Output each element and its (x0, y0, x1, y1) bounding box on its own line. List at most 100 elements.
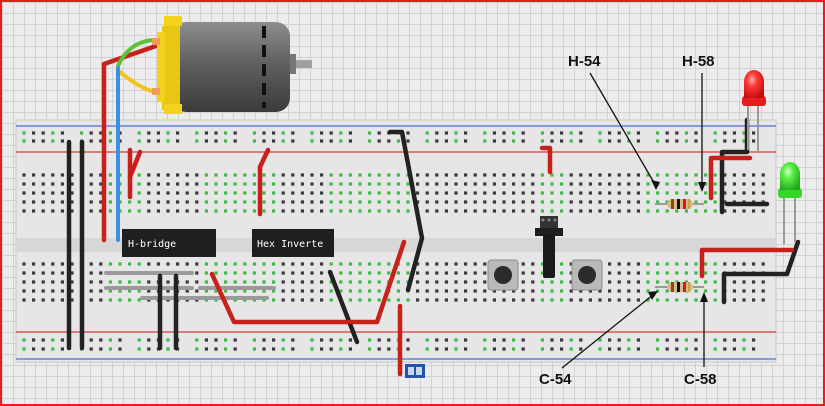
breadboard-hole (310, 200, 314, 204)
breadboard-hole (732, 209, 736, 213)
breadboard-hole (569, 200, 573, 204)
breadboard-hole (195, 139, 199, 143)
breadboard-hole (569, 338, 573, 342)
breadboard-hole (137, 338, 141, 342)
breadboard-hole (454, 298, 458, 302)
breadboard-hole (560, 182, 564, 186)
breadboard-hole (665, 209, 669, 213)
breadboard-hole (502, 338, 506, 342)
breadboard-hole (540, 289, 544, 293)
breadboard-hole (608, 298, 612, 302)
breadboard-hole (540, 139, 544, 143)
breadboard-hole (329, 131, 333, 135)
breadboard-hole (483, 182, 487, 186)
breadboard-hole (665, 131, 669, 135)
breadboard-hole (99, 271, 103, 275)
breadboard-hole (454, 280, 458, 284)
breadboard-hole (300, 209, 304, 213)
breadboard-hole (627, 182, 631, 186)
breadboard-hole (51, 139, 55, 143)
motor-lead-yellow (118, 70, 158, 94)
breadboard-hole (99, 298, 103, 302)
breadboard-hole (483, 262, 487, 266)
breadboard-hole (569, 209, 573, 213)
breadboard-hole (636, 289, 640, 293)
breadboard-hole (512, 139, 516, 143)
breadboard-hole (22, 139, 26, 143)
breadboard-hole (156, 173, 160, 177)
red-led (742, 70, 766, 152)
breadboard-hole (473, 191, 477, 195)
breadboard-hole (166, 280, 170, 284)
breadboard-hole (483, 209, 487, 213)
breadboard-hole (464, 280, 468, 284)
breadboard-hole (348, 173, 352, 177)
breadboard-hole (243, 200, 247, 204)
breadboard-hole (166, 209, 170, 213)
breadboard-hole (617, 298, 621, 302)
breadboard-hole (348, 289, 352, 293)
breadboard-hole (444, 338, 448, 342)
breadboard-hole (646, 262, 650, 266)
breadboard-hole (464, 271, 468, 275)
breadboard-hole (540, 173, 544, 177)
breadboard-hole (665, 280, 669, 284)
breadboard-hole (684, 139, 688, 143)
breadboard-hole (569, 131, 573, 135)
breadboard-hole (89, 271, 93, 275)
breadboard-hole (387, 191, 391, 195)
breadboard-hole (348, 131, 352, 135)
breadboard-hole (396, 200, 400, 204)
callout-c58-label: C-58 (684, 371, 717, 388)
breadboard-hole (214, 131, 218, 135)
breadboard-hole (416, 280, 420, 284)
breadboard-hole (32, 338, 36, 342)
breadboard-hole (108, 298, 112, 302)
breadboard-hole (32, 280, 36, 284)
breadboard-hole (22, 338, 26, 342)
breadboard-hole (435, 173, 439, 177)
breadboard-hole (617, 347, 621, 351)
breadboard-hole (560, 173, 564, 177)
breadboard-hole (560, 298, 564, 302)
breadboard-hole (512, 191, 516, 195)
breadboard-hole (656, 200, 660, 204)
breadboard-hole (608, 200, 612, 204)
breadboard-hole (156, 131, 160, 135)
breadboard-hole (281, 338, 285, 342)
breadboard-hole (320, 280, 324, 284)
breadboard-hole (387, 262, 391, 266)
breadboard-hole (214, 173, 218, 177)
breadboard-hole (464, 298, 468, 302)
breadboard-hole (51, 280, 55, 284)
breadboard-hole (262, 347, 266, 351)
breadboard-hole (579, 289, 583, 293)
breadboard-hole (108, 200, 112, 204)
breadboard-hole (761, 289, 765, 293)
breadboard-hole (502, 131, 506, 135)
breadboard-hole (137, 298, 141, 302)
breadboard-hole (108, 289, 112, 293)
breadboard-hole (70, 271, 74, 275)
breadboard-hole (492, 182, 496, 186)
breadboard-hole (502, 298, 506, 302)
breadboard-hole (742, 289, 746, 293)
callout-h58: H-58 (682, 53, 715, 192)
breadboard-hole (262, 191, 266, 195)
breadboard-hole (732, 139, 736, 143)
breadboard-hole (233, 271, 237, 275)
breadboard-hole (368, 338, 372, 342)
breadboard-hole (569, 347, 573, 351)
breadboard-hole (425, 298, 429, 302)
breadboard-hole (339, 262, 343, 266)
breadboard-hole (684, 338, 688, 342)
breadboard-hole (617, 262, 621, 266)
breadboard-hole (377, 289, 381, 293)
breadboard-hole (166, 191, 170, 195)
breadboard-hole (281, 280, 285, 284)
breadboard-hole (752, 131, 756, 135)
breadboard-hole (281, 200, 285, 204)
breadboard-hole (214, 139, 218, 143)
callout-c54-label: C-54 (539, 371, 572, 388)
breadboard-hole (636, 338, 640, 342)
